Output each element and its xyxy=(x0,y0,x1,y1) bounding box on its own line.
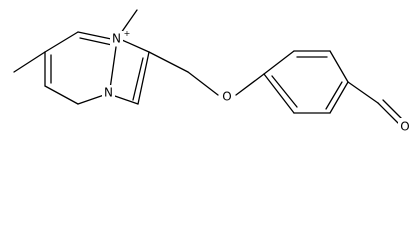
methyl-bond xyxy=(13,51,46,73)
ether-bond xyxy=(187,71,219,96)
nitrogen-cation-label: N xyxy=(112,32,121,46)
n-cation-label-bg xyxy=(110,31,123,46)
ether-bond xyxy=(235,73,265,96)
bond xyxy=(111,94,139,105)
bond xyxy=(109,46,117,90)
bond xyxy=(271,75,298,108)
bond xyxy=(329,50,349,83)
bond xyxy=(325,81,343,110)
positive-charge-label: + xyxy=(124,29,131,38)
bond xyxy=(44,31,79,53)
carbonyl-double-bond xyxy=(382,99,403,120)
chemical-structure-diagram: N + N O O xyxy=(13,9,412,134)
pyridine-ring xyxy=(44,31,117,105)
ether-oxygen-label-bg xyxy=(220,89,234,104)
bond xyxy=(132,57,144,101)
bond xyxy=(263,73,295,114)
bond xyxy=(79,37,113,46)
methylene-bond xyxy=(148,51,189,73)
nitrogen-bridge-label: N xyxy=(104,86,113,100)
imidazole-ring xyxy=(111,39,150,105)
bond xyxy=(121,39,150,53)
carbonyl-oxygen-label-bg xyxy=(398,118,412,133)
aldehyde-bond xyxy=(347,81,379,104)
bond xyxy=(137,51,150,105)
bond xyxy=(263,50,295,75)
bond xyxy=(77,31,117,41)
bond xyxy=(329,81,349,114)
carbonyl-double-bond xyxy=(377,102,399,124)
carbonyl-oxygen-label: O xyxy=(400,120,409,134)
structure-canvas: N + N O O xyxy=(13,9,412,134)
n-bridge-label-bg xyxy=(102,85,115,100)
benzene-ring xyxy=(263,50,349,114)
ether-oxygen-label: O xyxy=(222,90,231,104)
bond xyxy=(77,94,105,105)
bond xyxy=(44,85,79,105)
n-methyl-bond xyxy=(120,9,138,34)
